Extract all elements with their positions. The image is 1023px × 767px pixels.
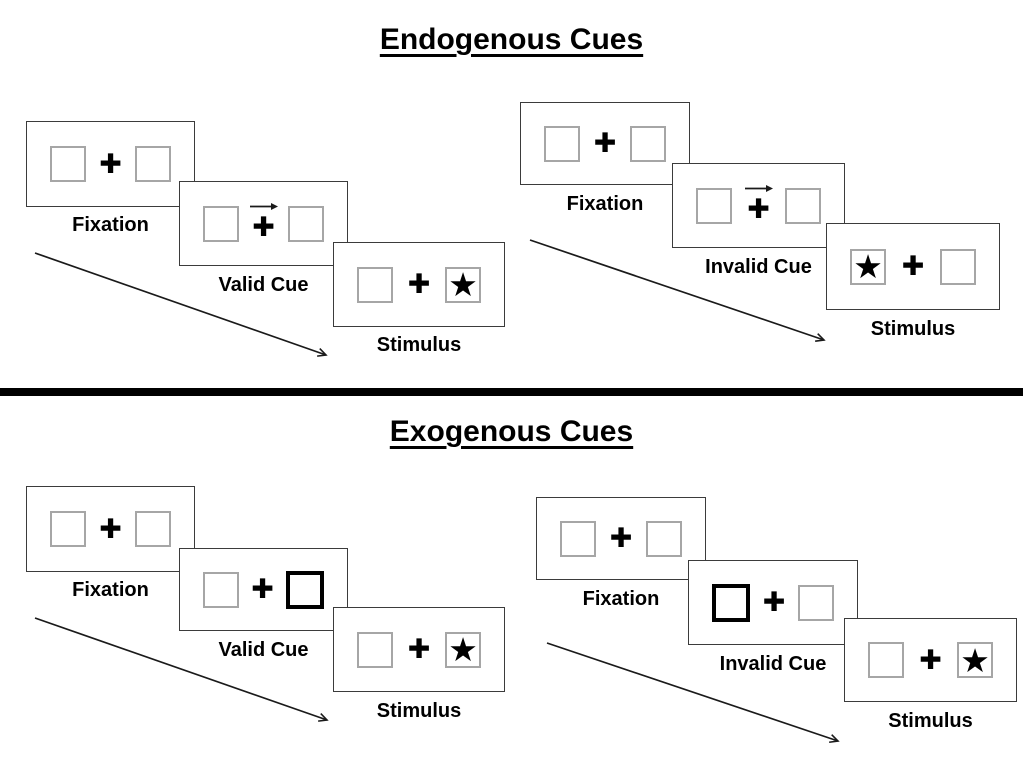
fixation-cross-icon: ✚ (407, 269, 431, 300)
cue-arrow-right-icon (249, 202, 278, 210)
fixation-card: ✚ (26, 486, 195, 572)
card-label-invalid-cue: Invalid Cue (705, 256, 812, 278)
section-divider (0, 388, 1023, 396)
card-label-stimulus: Stimulus (888, 710, 973, 732)
left-box (696, 187, 732, 224)
fixation-card: ✚ (536, 497, 706, 580)
card-label-fixation: Fixation (582, 588, 660, 610)
left-box (357, 631, 393, 668)
right-box (135, 511, 171, 547)
fixation-card: ✚ (26, 121, 195, 207)
left-box (203, 571, 239, 608)
cue-card: ✚ (179, 548, 348, 631)
timeline-arrow (34, 617, 329, 722)
left-box (544, 125, 580, 162)
cue-arrow-right-icon (744, 184, 773, 192)
central-cue: ✚ (744, 183, 774, 223)
card-label-fixation: Fixation (566, 193, 644, 215)
right-box: ★ (445, 630, 481, 669)
left-box (868, 642, 904, 678)
fixation-cross-icon: ✚ (901, 251, 925, 282)
right-box: ★ (957, 642, 993, 678)
stimulus-card: ✚ ★ (333, 607, 505, 692)
left-box: ★ (850, 247, 886, 286)
card-label-invalid-cue: Invalid Cue (719, 653, 827, 675)
fixation-cross-icon: ✚ (919, 644, 942, 676)
right-box (646, 520, 682, 557)
timeline-arrow (546, 642, 840, 744)
central-cue: ✚ (249, 201, 279, 241)
right-box (135, 146, 171, 182)
right-box (288, 205, 324, 242)
right-box (630, 125, 666, 162)
cue-card: ✚ (179, 181, 348, 266)
card-label-valid-cue: Valid Cue (218, 274, 309, 296)
timeline-arrow (529, 239, 826, 343)
card-label-stimulus: Stimulus (376, 334, 462, 356)
right-box: ★ (445, 265, 481, 304)
stimulus-card: ✚ ★ (844, 618, 1017, 702)
fixation-card: ✚ (520, 102, 690, 185)
fixation-cross-icon: ✚ (251, 574, 274, 605)
left-box (50, 511, 86, 547)
fixation-cross-icon: ✚ (747, 193, 770, 225)
fixation-cross-icon: ✚ (99, 513, 122, 545)
fixation-cross-icon: ✚ (609, 523, 633, 554)
star-target-icon: ★ (960, 640, 990, 680)
right-box-highlighted (286, 570, 324, 609)
card-label-valid-cue: Valid Cue (218, 639, 309, 661)
right-box (798, 584, 834, 621)
fixation-cross-icon: ✚ (593, 128, 617, 159)
stimulus-card: ✚ ★ (333, 242, 505, 327)
left-box (357, 266, 393, 303)
star-target-icon: ★ (448, 630, 478, 669)
card-label-stimulus: Stimulus (376, 700, 462, 722)
cue-card: ✚ (688, 560, 858, 645)
star-target-icon: ★ (853, 247, 883, 286)
stimulus-card: ★ ✚ (826, 223, 1000, 310)
fixation-cross-icon: ✚ (99, 148, 122, 180)
left-box (203, 205, 239, 242)
card-label-fixation: Fixation (72, 579, 149, 601)
right-box (785, 187, 821, 224)
card-label-fixation: Fixation (72, 214, 149, 236)
fixation-cross-icon: ✚ (252, 211, 275, 243)
fixation-cross-icon: ✚ (762, 587, 786, 618)
card-label-stimulus: Stimulus (870, 318, 956, 340)
cue-card: ✚ (672, 163, 845, 248)
section-title-endogenous: Endogenous Cues (379, 23, 644, 56)
section-title-exogenous: Exogenous Cues (389, 415, 634, 448)
left-box-highlighted (712, 583, 750, 622)
left-box (560, 520, 596, 557)
fixation-cross-icon: ✚ (407, 634, 431, 665)
star-target-icon: ★ (448, 265, 478, 304)
timeline-arrow (34, 252, 328, 357)
right-box (940, 248, 976, 285)
left-box (50, 146, 86, 182)
